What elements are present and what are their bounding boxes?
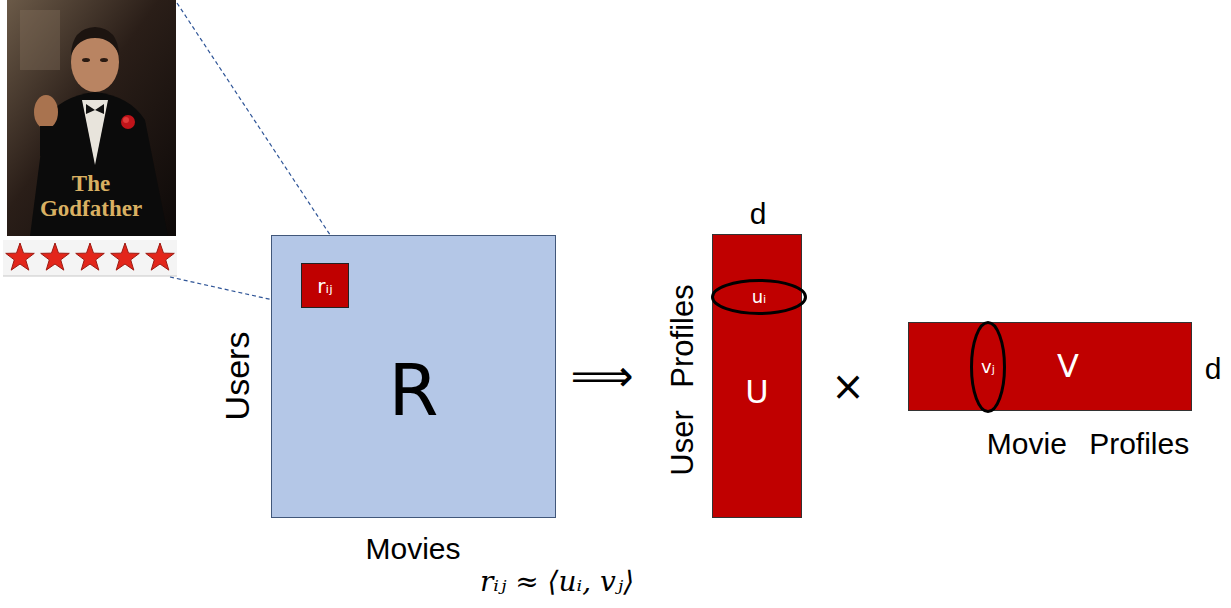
node-text: vⱼ <box>981 357 995 377</box>
node-text: U <box>745 375 768 410</box>
matrix-label: User Profiles <box>666 284 700 475</box>
dimension-label: d <box>750 197 767 230</box>
matrix-entry: rᵢⱼ <box>301 263 349 308</box>
ellipse-outline <box>713 281 806 314</box>
movie-matrix: Vvⱼ <box>908 322 1192 411</box>
axis-label: Users <box>219 332 256 421</box>
matrix-label: Movie Profiles <box>987 427 1189 460</box>
implies-symbol: ⟹ <box>570 352 633 400</box>
user-vector: uᵢ <box>711 279 807 315</box>
movie-poster <box>7 0 176 236</box>
user-matrix: Uuᵢ <box>712 234 802 518</box>
formula: rᵢⱼ ≈ ⟨uᵢ, vⱼ⟩ <box>480 567 634 598</box>
movie-vector: vⱼ <box>970 321 1006 413</box>
dimension-label: d <box>1205 352 1222 385</box>
node-text: V <box>1057 349 1079 384</box>
node-text: uᵢ <box>752 287 767 307</box>
poster-title: The Godfather <box>31 171 151 222</box>
times-symbol: × <box>831 364 865 408</box>
node-text: R <box>388 351 438 430</box>
rating-matrix: Rrᵢⱼ <box>271 235 556 518</box>
node-text: rᵢⱼ <box>317 275 332 297</box>
star-rating <box>3 240 177 276</box>
ellipse-outline <box>972 323 1005 412</box>
axis-label: Movies <box>365 532 460 565</box>
